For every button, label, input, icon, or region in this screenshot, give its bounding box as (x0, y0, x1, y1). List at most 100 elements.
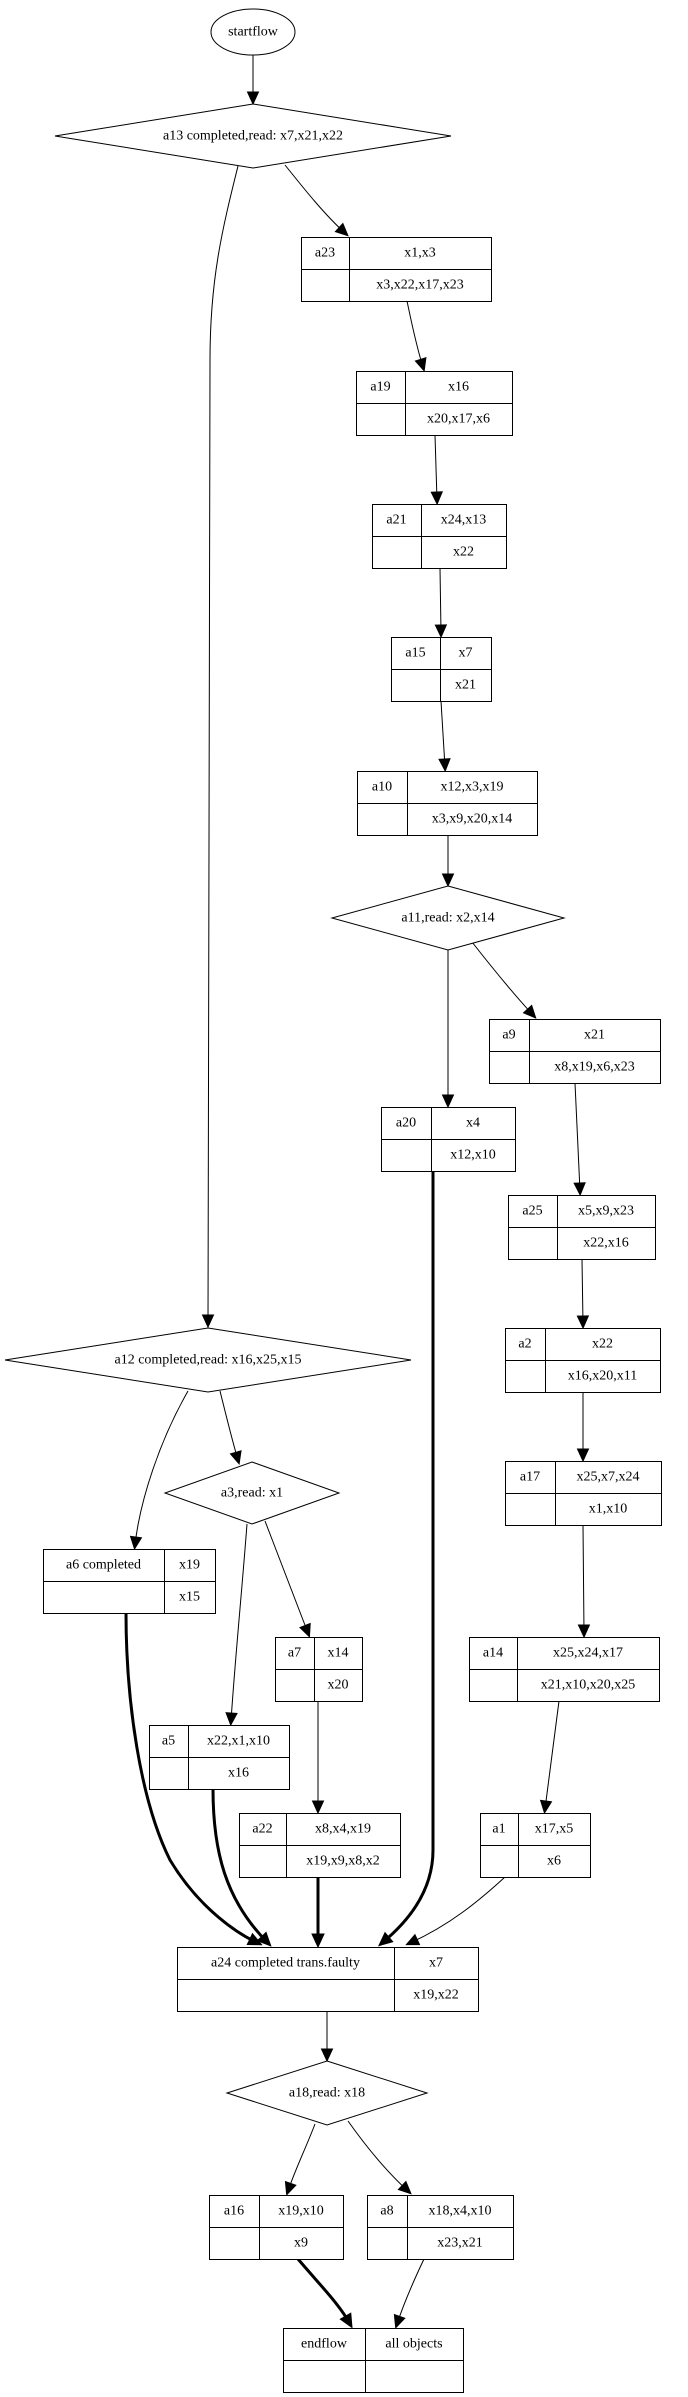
read-set: x6 (547, 1854, 561, 1869)
edge-a24-to-d-a18 (320, 2011, 334, 2063)
arrowhead-icon (229, 1450, 242, 1465)
arrowhead-icon (577, 1624, 591, 1639)
arrowhead-icon (430, 491, 444, 506)
arrowhead-icon (201, 1314, 215, 1329)
arrowhead-icon (441, 873, 455, 888)
nodes-layer: startflow a13 completed,read: x7,x21,x22 a… (4, 8, 662, 2393)
edge-line (211, 1788, 270, 1945)
decision-diamond (4, 1327, 412, 1393)
node-a14: a14 x25,x24,x17 x21,x10,x20,x25 (469, 1637, 660, 1702)
arrowhead-icon (414, 357, 427, 372)
decision-label: a18,read: x18 (289, 2086, 365, 2101)
arrowhead-icon (441, 1094, 455, 1109)
edge-d-a3-to-a5 (225, 1523, 248, 1727)
edge-a7-to-a22 (311, 1701, 325, 1815)
edge-a19-to-a21 (430, 434, 444, 506)
start-ellipse (210, 8, 296, 56)
edge-line (296, 2258, 352, 2325)
edge-a10-to-d-a11 (441, 835, 455, 888)
read-set: x15 (179, 1590, 200, 1605)
arrowhead-icon (539, 1799, 553, 1815)
write-set: x14 (328, 1646, 349, 1661)
read-set: x3,x22,x17,x23 (376, 278, 464, 293)
arrowhead-icon (311, 1800, 325, 1815)
decision-diamond (225, 2060, 429, 2126)
arrowhead-icon (225, 1712, 238, 1727)
read-set: x3,x9,x20,x14 (432, 812, 513, 827)
action-name: a8 (380, 2204, 393, 2219)
edge-line (434, 434, 438, 501)
edge-a1-to-a24 (405, 1876, 506, 1946)
edge-line (381, 1171, 435, 1945)
edge-line (471, 941, 534, 1016)
arrowhead-icon (311, 1933, 325, 1949)
action-name: a7 (288, 1646, 301, 1661)
read-set: x9 (294, 2236, 308, 2251)
read-set: x19,x9,x8,x2 (306, 1854, 380, 1869)
write-set: x7 (459, 646, 473, 661)
read-set: x21,x10,x20,x25 (541, 1678, 636, 1693)
edge-a5-to-a24 (211, 1788, 272, 1947)
arrowhead-icon (438, 758, 451, 773)
write-set: x22 (592, 1337, 613, 1352)
write-set: x7 (429, 1956, 443, 1971)
edge-line (406, 300, 424, 368)
decision-label: a13 completed,read: x7,x21,x22 (163, 129, 343, 144)
edge-startflow-to-d-a13 (246, 55, 260, 106)
edge-line (134, 1390, 189, 1546)
write-set: x5,x9,x23 (578, 1204, 634, 1219)
edge-d-a12-to-a6 (129, 1390, 189, 1551)
arrowhead-icon (246, 1932, 263, 1946)
arrowhead-icon (576, 1315, 590, 1330)
read-set: x21 (455, 678, 476, 693)
edge-line (347, 2120, 409, 2192)
edges-layer (124, 55, 591, 2329)
node-startflow: startflow (210, 8, 296, 56)
write-set: x1,x3 (404, 246, 436, 261)
write-set: x19 (179, 1558, 200, 1573)
write-set: x8,x4,x19 (315, 1822, 371, 1837)
action-name: a23 (315, 246, 335, 261)
action-name: a14 (483, 1646, 503, 1661)
endflow-objects: all objects (385, 2337, 442, 2352)
action-name: a6 completed (66, 1558, 141, 1573)
edge-d-a13-to-d-a12 (201, 165, 239, 1329)
arrowhead-icon (405, 1933, 421, 1946)
arrowhead-icon (522, 1004, 537, 1019)
edge-a14-to-a1 (539, 1700, 560, 1815)
edge-a23-to-a19 (406, 300, 427, 372)
write-set: x25,x24,x17 (553, 1646, 623, 1661)
edge-d-a13-to-a23 (284, 164, 349, 237)
edge-d-a3-to-a7 (264, 1520, 311, 1638)
action-name: a20 (396, 1116, 416, 1131)
arrowhead-icon (397, 2180, 412, 2195)
edge-line (440, 700, 446, 768)
edge-a2-to-a17 (576, 1392, 590, 1463)
node-d-a12: a12 completed,read: x16,x25,x15 (4, 1327, 412, 1393)
edge-d-a11-to-a20 (441, 950, 455, 1109)
edge-d-a18-to-a16 (284, 2123, 316, 2196)
read-set: x23,x21 (437, 2236, 483, 2251)
action-name: a10 (372, 780, 392, 795)
edge-line (284, 164, 346, 234)
edge-line (219, 1390, 239, 1461)
arrowhead-icon (299, 1622, 311, 1638)
arrowhead-icon (256, 1931, 272, 1947)
write-set: x4 (466, 1116, 480, 1131)
arrowhead-icon (320, 2048, 334, 2063)
action-name: a24 completed trans.faulty (211, 1956, 360, 1971)
arrowhead-icon (573, 1182, 586, 1197)
action-name: a16 (224, 2204, 244, 2219)
edge-line (230, 1523, 248, 1722)
write-set: x21 (584, 1028, 605, 1043)
action-name: a19 (370, 380, 390, 395)
